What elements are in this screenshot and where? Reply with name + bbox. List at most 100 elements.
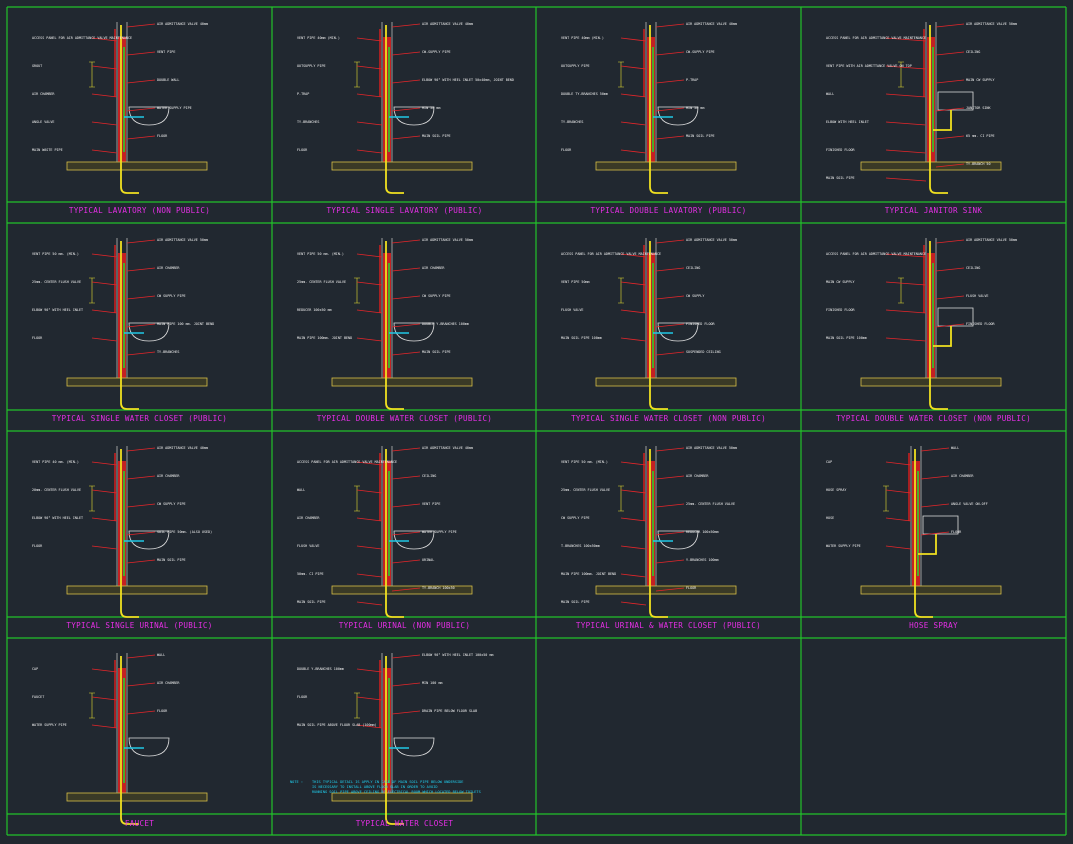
callout-label: MAIN SOIL PIPE: [297, 600, 326, 604]
leader-line: [935, 295, 965, 300]
callout-label: AIR CHAMBER: [157, 681, 180, 685]
wall-hatch: [118, 461, 126, 586]
leader-line: [620, 65, 647, 70]
callout-label: ELBOW 90° WITH HEEL INLET 100x50 mm: [422, 653, 493, 657]
trap-pipe: [933, 110, 952, 131]
wall-hatch: [912, 461, 920, 586]
leader-line: [356, 281, 383, 286]
leader-line: [920, 531, 950, 536]
callout-label: TY-BRANCHES: [157, 350, 179, 354]
leader-line: [391, 531, 421, 536]
leader-line: [91, 121, 118, 126]
callout-label: ELBOW 90° WITH HEEL INLET 50x40mm, JOINT…: [422, 78, 514, 82]
wall-line: [925, 238, 937, 378]
callout-label: CEILING: [966, 50, 980, 54]
leader-line: [391, 587, 421, 592]
callout-label: GROUT: [32, 64, 42, 68]
callout-label: CEILING: [966, 266, 980, 270]
callout-label: DOUBLE Y-BRANCHES 100mm: [422, 322, 469, 326]
leader-line: [391, 79, 421, 84]
callout-labels: AIR ADMITTANCE VALVE 40mm ACCESS PANEL FO…: [32, 22, 1017, 729]
callout-label: VENT PIPE: [422, 502, 440, 506]
leader-line: [935, 107, 965, 112]
leader-line: [620, 37, 647, 42]
leader-line: [356, 573, 383, 578]
wall-hatch: [118, 668, 126, 793]
callout-label: AIR ADMITTANCE VALVE 40mm: [157, 446, 208, 450]
callout-label: T-BRANCHES 100x50mm: [561, 544, 600, 548]
detail-drawing: [860, 22, 1002, 194]
callout-label: AIR ADMITTANCE VALVE 50mm: [686, 446, 737, 450]
callout-label: FLUSH VALVE: [561, 308, 583, 312]
callout-label: VENT PIPE 40mm (MIN.): [297, 36, 340, 40]
elbow: [385, 817, 404, 825]
callout-label: AIR CHAMBER: [157, 474, 180, 478]
wall-line: [381, 653, 393, 793]
trap-pipe: [933, 326, 952, 347]
callout-label: ACCESS PANEL FOR AIR ADMITTANCE VALVE MA…: [32, 36, 132, 40]
fixture-outline: [937, 91, 974, 111]
note-line: IS NECESSARY TO INSTALL ABOVE FLOOR SLAB…: [312, 785, 438, 789]
elbow: [649, 402, 668, 410]
callout-label: SUSPENDED CEILING: [686, 350, 721, 354]
leader-line: [356, 93, 383, 98]
floor-slab: [595, 161, 737, 171]
callout-label: FLOOR: [686, 586, 697, 590]
leader-line: [920, 475, 950, 480]
panel-caption: HOSE SPRAY: [909, 621, 958, 630]
wall-hatch: [383, 253, 391, 378]
callout-label: FLOOR: [32, 544, 43, 548]
callout-label: CAP: [32, 667, 38, 671]
callout-label: HOSE SPRAY: [826, 488, 846, 492]
leader-line: [91, 489, 118, 494]
leader-line: [885, 93, 927, 98]
callout-label: VENT PIPE 40 mm. (MIN.): [32, 460, 79, 464]
leader-line: [655, 447, 685, 452]
leader-line: [620, 281, 647, 286]
callout-label: AIR ADMITTANCE VALVE 50mm: [422, 238, 473, 242]
callout-label: ANGLE VALVE: [32, 120, 54, 124]
leader-line: [356, 668, 383, 673]
callout-label: CEILING: [422, 474, 436, 478]
callout-label: AIR ADMITTANCE VALVE 40mm: [422, 446, 473, 450]
panel-caption: TYPICAL DOUBLE LAVATORY (PUBLIC): [591, 206, 747, 215]
detail-drawing: [860, 446, 1002, 618]
floor-slab: [66, 161, 208, 171]
wall-hatch: [118, 253, 126, 378]
leader-line: [885, 461, 912, 466]
leader-line: [391, 503, 421, 508]
floor-slab: [860, 377, 1002, 387]
leader-line: [91, 281, 118, 286]
floor-slab: [331, 377, 473, 387]
detail-drawing: [66, 238, 208, 410]
callout-label: REDUCER 100x50 mm: [297, 308, 332, 312]
callout-label: MAIN SOIL PIPE 100mm: [561, 336, 602, 340]
leader-line: [391, 447, 421, 452]
callout-label: MAIN CW SUPPLY: [826, 280, 855, 284]
callout-label: MAIN WASTE PIPE: [32, 148, 63, 152]
callout-label: AIR CHAMBER: [297, 516, 320, 520]
callout-label: 25mm. CENTER FLUSH VALVE: [686, 502, 735, 506]
elbow: [120, 186, 139, 194]
leader-line: [655, 239, 685, 244]
callout-label: MAIN CW SUPPLY: [966, 78, 995, 82]
callout-label: VENT PIPE 50 mm. (MIN.): [561, 460, 608, 464]
callout-label: URINAL: [422, 558, 434, 562]
callout-label: WALL: [951, 446, 959, 450]
callout-label: ANGLE VALVE ON-OFF: [951, 502, 988, 506]
leader-line: [126, 531, 156, 536]
panel-caption: TYPICAL SINGLE WATER CLOSET (NON PUBLIC): [571, 414, 766, 423]
leader-line: [620, 517, 647, 522]
callout-label: WATER SUPPLY PIPE: [422, 530, 457, 534]
floor-slab: [331, 792, 473, 802]
leader-line: [356, 601, 383, 606]
leader-line: [620, 93, 647, 98]
note-prefix: NOTE :: [290, 780, 303, 784]
leader-line: [126, 51, 156, 56]
leader-line: [620, 545, 647, 550]
leader-line: [126, 107, 156, 112]
leader-line: [655, 323, 685, 328]
callout-label: 50mm. CI PIPE: [297, 572, 324, 576]
callout-label: FLOOR: [297, 695, 308, 699]
